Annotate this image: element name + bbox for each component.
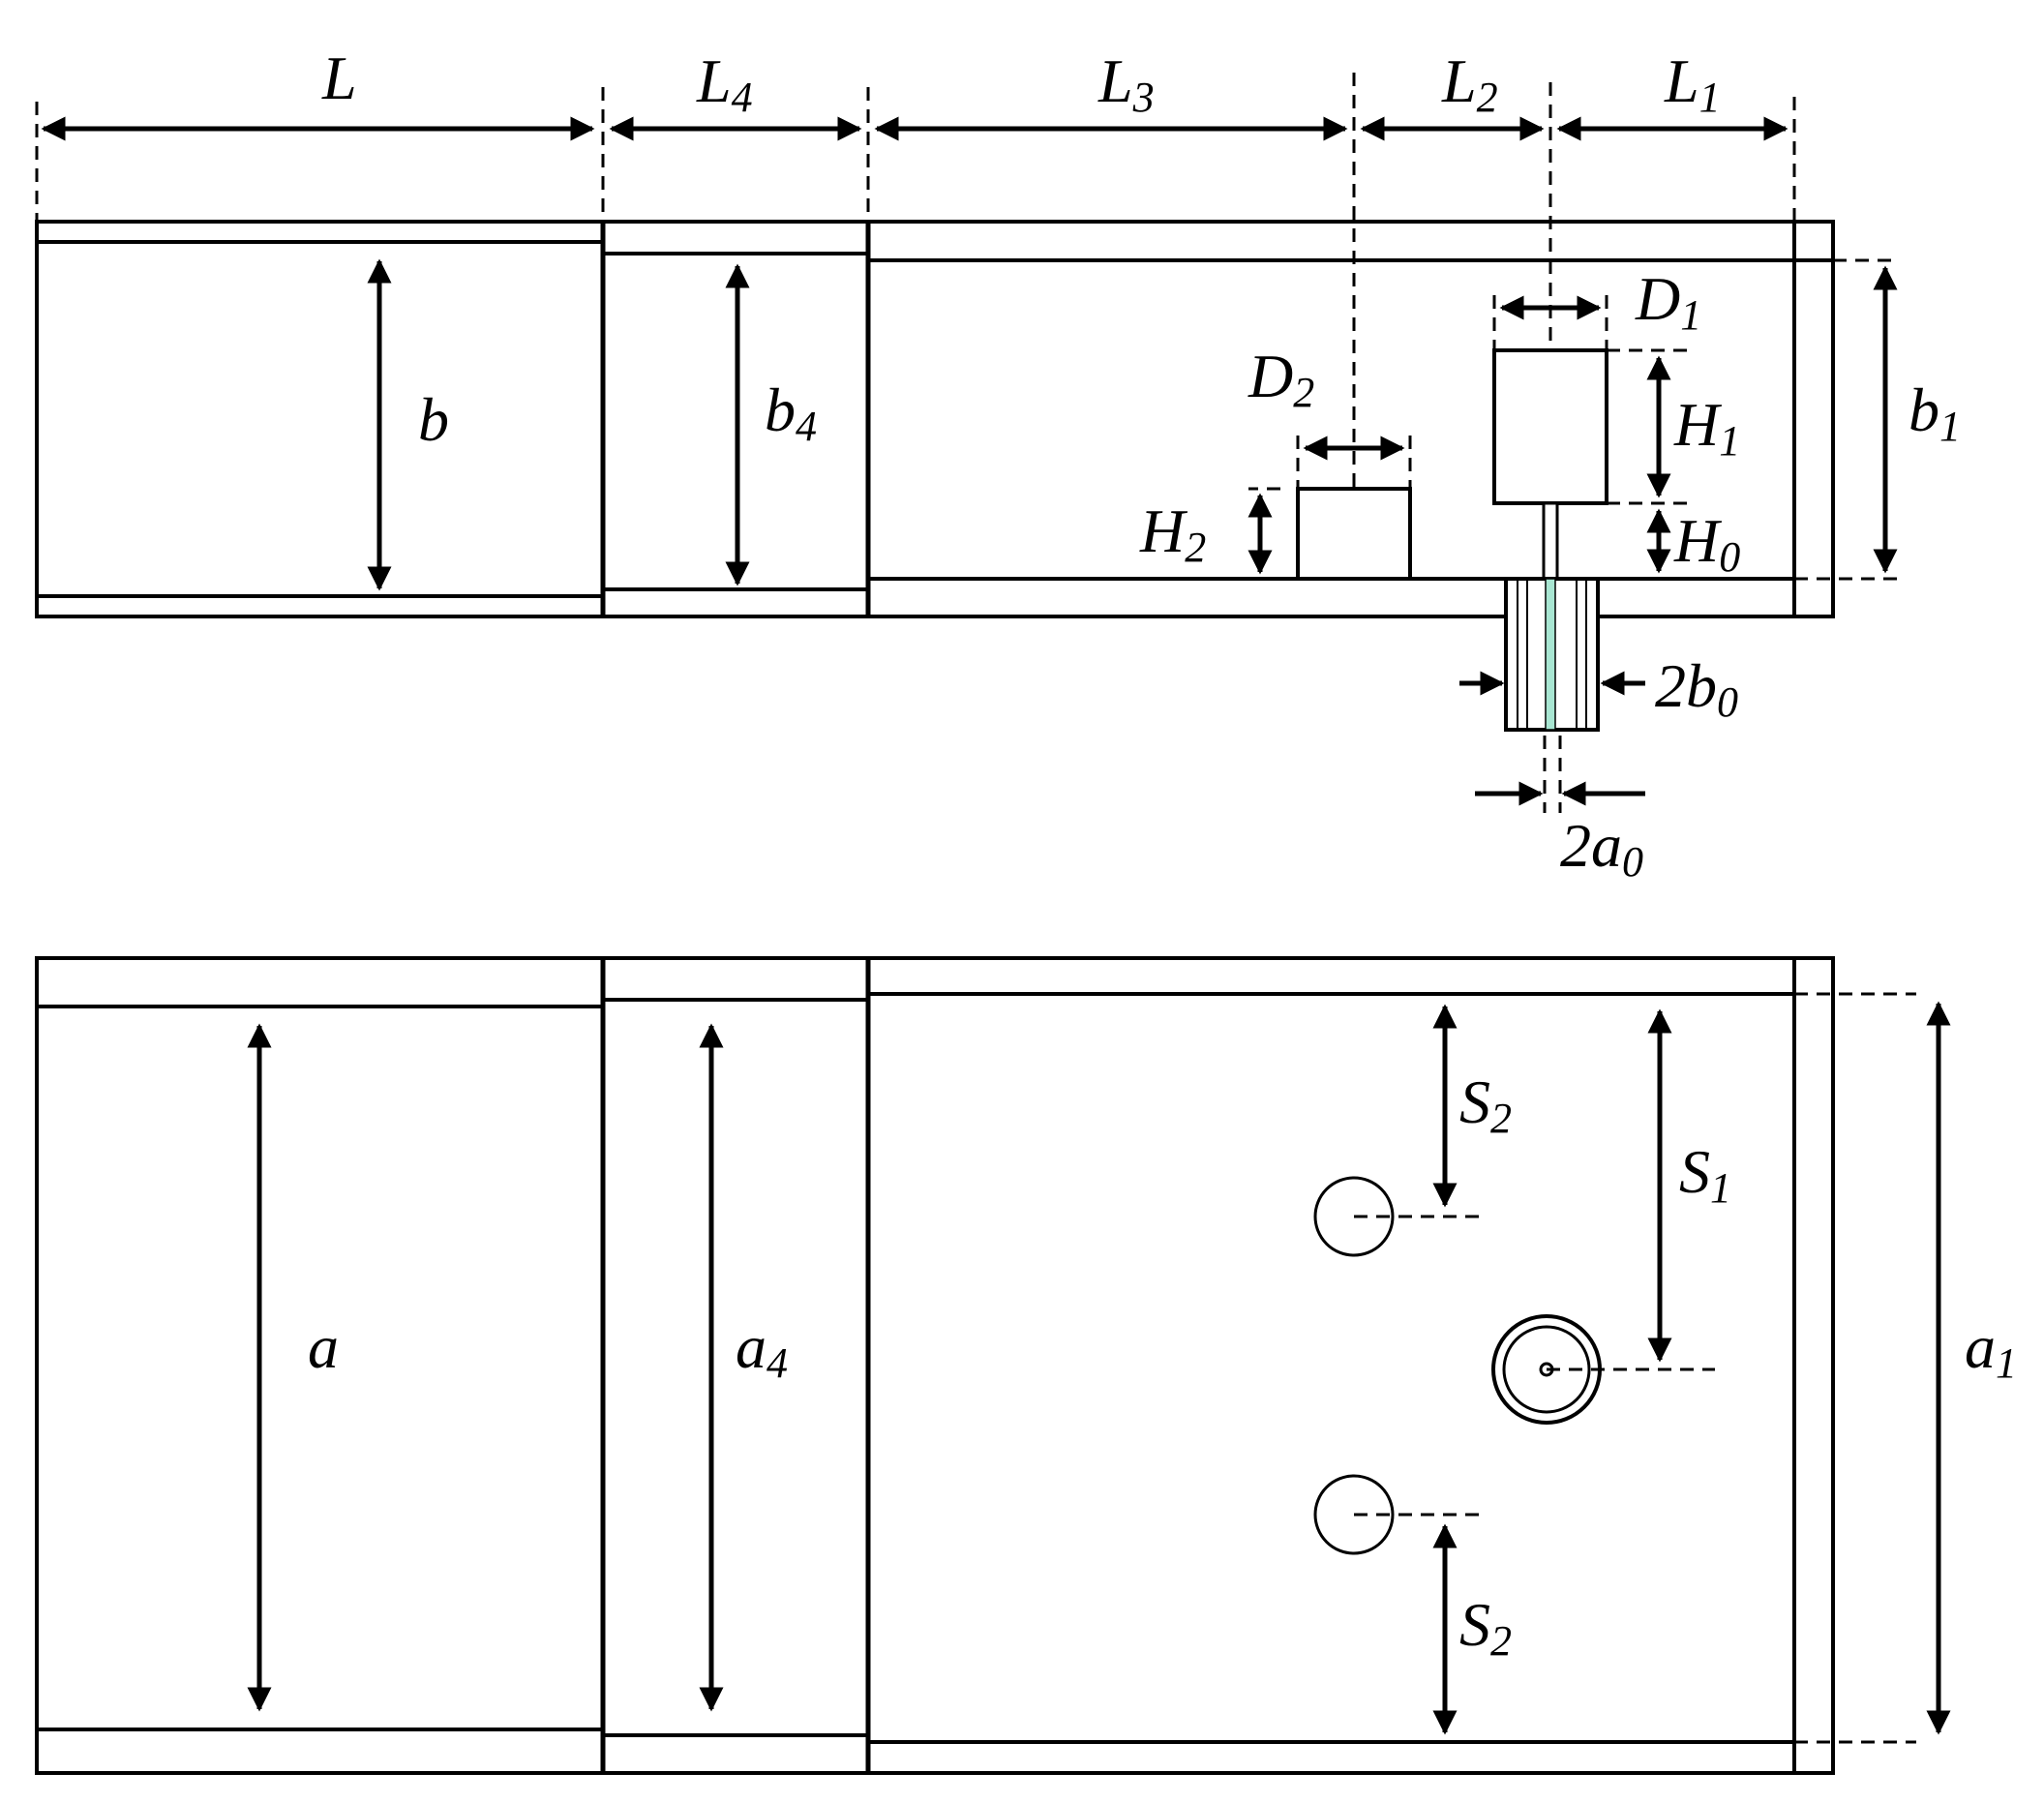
label-a1: a1 bbox=[1965, 1312, 2017, 1387]
label-L2: L2 bbox=[1441, 46, 1498, 121]
side-pointer-arrows bbox=[1459, 671, 1645, 806]
side-view bbox=[35, 73, 1898, 813]
label-S1: S1 bbox=[1679, 1137, 1731, 1212]
side-guide-lines bbox=[35, 73, 1897, 813]
post-d1 bbox=[1492, 348, 1608, 505]
side-dimension-arrows bbox=[41, 116, 1898, 591]
label-H0: H0 bbox=[1673, 506, 1740, 581]
probe-inner-ring bbox=[1502, 1325, 1591, 1414]
label-L4: L4 bbox=[696, 46, 753, 121]
label-L: L bbox=[321, 44, 357, 112]
top-outer-body bbox=[35, 956, 1835, 1775]
label-a4: a4 bbox=[736, 1312, 788, 1387]
top-guide-lines bbox=[1354, 992, 1916, 1744]
probe-pin bbox=[1542, 501, 1559, 581]
label-S2-upper: S2 bbox=[1459, 1067, 1512, 1142]
side-outer-body bbox=[35, 220, 1835, 618]
label-S2-lower: S2 bbox=[1459, 1590, 1512, 1665]
top-dimension-arrows bbox=[247, 1001, 1951, 1735]
label-D1: D1 bbox=[1635, 264, 1701, 339]
label-b4: b4 bbox=[765, 376, 817, 450]
label-b: b bbox=[418, 385, 449, 454]
label-L3: L3 bbox=[1097, 46, 1155, 121]
label-L1: L1 bbox=[1664, 46, 1721, 121]
top-view bbox=[35, 956, 1951, 1775]
label-a: a bbox=[308, 1312, 339, 1381]
label-D2: D2 bbox=[1247, 342, 1314, 416]
label-H2: H2 bbox=[1139, 496, 1206, 571]
post-d2-top-upper bbox=[1313, 1176, 1395, 1257]
label-b1: b1 bbox=[1909, 376, 1961, 450]
side-labels: L L4 L3 L2 L1 b b4 b1 D1 D2 H1 H2 H0 2b0… bbox=[321, 44, 1961, 886]
post-d2 bbox=[1296, 487, 1412, 581]
label-2a0: 2a0 bbox=[1560, 811, 1643, 886]
label-H1: H1 bbox=[1673, 390, 1740, 465]
coax-center-conductor bbox=[1545, 578, 1556, 731]
label-2b0: 2b0 bbox=[1655, 651, 1738, 726]
post-d2-top-lower bbox=[1313, 1474, 1395, 1555]
top-labels: a a4 a1 S2 S1 S2 bbox=[308, 1067, 2017, 1665]
